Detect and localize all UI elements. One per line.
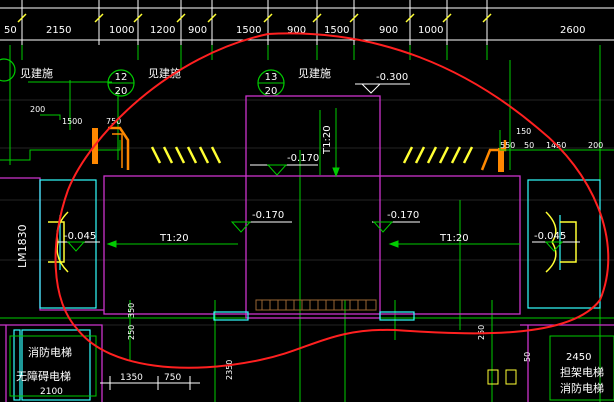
door-frames [13, 179, 601, 401]
detail-callout-partial [0, 58, 16, 82]
top-dim: 2600 [560, 25, 585, 36]
detail-callout-12: 12 20 [107, 69, 135, 97]
elevation-label: -0.170 [287, 153, 319, 164]
right-steps: 150 550 50 1450 200 [480, 127, 614, 172]
dim-label: 200 [30, 105, 45, 114]
top-dim: 1000 [418, 25, 443, 36]
left-steps: 200 1500 750 [0, 105, 130, 170]
top-dim: 900 [287, 25, 306, 36]
bottom-markers [487, 369, 517, 385]
top-dim: 1000 [109, 25, 134, 36]
detail-number: 12 [115, 72, 128, 83]
elevation-label: -0.170 [252, 210, 284, 221]
top-dim: 1500 [236, 25, 261, 36]
elevation-marker-mid: -0.170 [250, 153, 319, 176]
slope-label: T1:20 [439, 233, 469, 244]
dim-label: 2450 [566, 352, 591, 363]
markup-circle [54, 32, 610, 369]
elevation-marker-ramp-left: -0.170 [230, 210, 292, 233]
step-hatching [150, 146, 474, 164]
elevation-label: -0.045 [64, 231, 96, 242]
drain-grating [255, 299, 377, 311]
room-label: 消防电梯 [28, 345, 72, 359]
elevation-marker-ramp-right: -0.170 [372, 210, 420, 233]
dim-label: 250 [127, 325, 136, 340]
ref-note: 见建施 [298, 66, 331, 80]
dim-label: 2100 [40, 387, 63, 397]
elevation-label: -0.045 [534, 231, 566, 242]
room-label: 无障碍电梯 [16, 369, 71, 383]
room-label: 担架电梯 [560, 365, 604, 379]
dim-label: 50 [523, 352, 532, 362]
elevation-label: -0.170 [387, 210, 419, 221]
top-dim: 1500 [324, 25, 349, 36]
dim-label: 2350 [225, 360, 234, 380]
ref-note: 见建施 [148, 66, 181, 80]
top-dimension-strip: 50 2150 1000 1200 900 1500 900 1500 900 … [0, 0, 614, 45]
elevation-marker-door-right: -0.045 [532, 231, 580, 252]
slope-label: T1:20 [159, 233, 189, 244]
dim-label: 750 [106, 117, 121, 126]
detail-sheet: 20 [265, 86, 278, 97]
elevation-marker-top: -0.300 [355, 72, 410, 94]
elevator-room-left: 消防电梯 无障碍电梯 [9, 335, 97, 397]
room-label: 消防电梯 [560, 381, 604, 395]
elevator-room-right: 担架电梯 消防电梯 [549, 335, 614, 401]
top-dim: 2150 [46, 25, 71, 36]
dim-label: 50 [524, 141, 534, 150]
top-dim: 900 [188, 25, 207, 36]
dim-label: 350 [127, 303, 136, 318]
dim-label: 150 [516, 127, 531, 136]
door-swings [48, 211, 577, 273]
detail-number: 13 [265, 72, 278, 83]
top-dim-fragment: 50 [4, 25, 17, 36]
top-dim: 900 [379, 25, 398, 36]
dim-label: 1500 [62, 117, 82, 126]
slope-arrows [106, 108, 520, 248]
ref-note: 见建施 [20, 66, 53, 80]
elevation-marker-door-left: -0.045 [56, 231, 100, 252]
dim-label: 200 [588, 141, 603, 150]
door-code: LM1830 [16, 224, 29, 268]
bottom-dimension-strip: 1350 750 2100 2450 [40, 352, 591, 397]
dim-label: 550 [500, 141, 515, 150]
axis-lines [0, 45, 614, 402]
dim-label: 1350 [120, 373, 143, 383]
dim-label: 750 [164, 373, 181, 383]
elevation-label: -0.300 [376, 72, 408, 83]
slope-label: T1:20 [322, 125, 333, 155]
detail-callout-13: 13 20 [257, 69, 285, 97]
detail-sheet: 20 [115, 86, 128, 97]
top-dim: 1200 [150, 25, 175, 36]
